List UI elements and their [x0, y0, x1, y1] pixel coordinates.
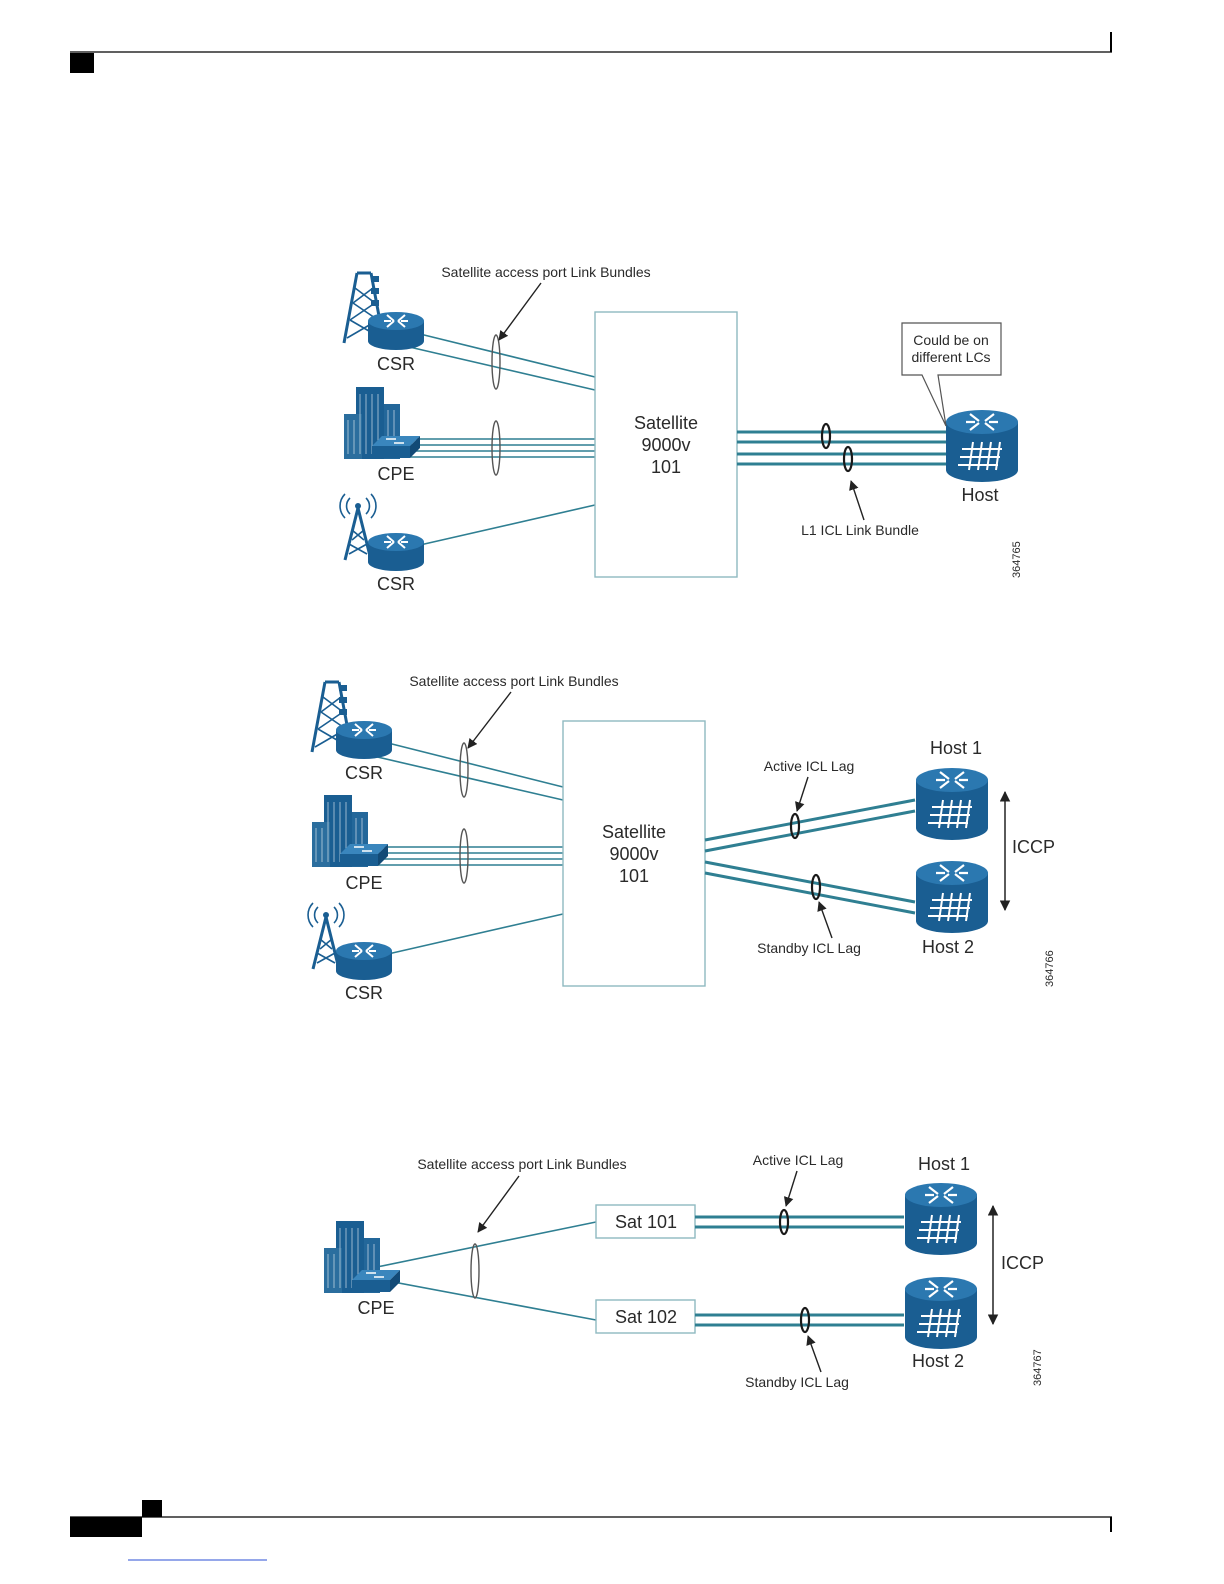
satellite-title: Satellite [634, 413, 698, 433]
arrow [817, 901, 833, 939]
cpe-links [410, 438, 595, 458]
host2-label: Host 2 [922, 937, 974, 957]
figure-2: Satellite 9000v 101 CSR CPE CSR Host 1 H… [306, 673, 1056, 1003]
access-bundle-ellipse [459, 828, 469, 884]
router-icon [367, 532, 425, 572]
arrow [467, 691, 512, 749]
host2-router-icon [914, 859, 990, 935]
arrow [795, 776, 809, 812]
access-bundle-ellipse [491, 420, 501, 476]
cpe-label: CPE [357, 1298, 394, 1318]
icl-lag-ring [820, 422, 832, 450]
access-bundle-ellipse [459, 742, 469, 798]
sat102-box [595, 1299, 696, 1334]
icl-links [737, 430, 948, 466]
access-bundle-ellipse [470, 1243, 480, 1299]
csr2-link [419, 504, 596, 546]
page-footer [70, 1500, 1112, 1561]
standby-icl-links [695, 1313, 904, 1327]
arrow [783, 1170, 798, 1207]
cpe-link-sat102 [371, 1277, 597, 1321]
satellite-model: 9000v [609, 844, 658, 864]
cpe-label: CPE [345, 873, 382, 893]
host2-label: Host 2 [912, 1351, 964, 1371]
active-icl-links [704, 798, 916, 853]
l1-icl-label: L1 ICL Link Bundle [801, 522, 919, 538]
access-bundle-ellipse [491, 334, 501, 390]
cpe-links [378, 846, 563, 866]
host1-router-icon [903, 1181, 979, 1257]
csr-label: CSR [377, 574, 415, 594]
csr-label: CSR [345, 983, 383, 1003]
csr2-link [387, 913, 564, 955]
figure-id: 364767 [1032, 1349, 1044, 1386]
figure-3: Sat 101 Sat 102 CPE Host 1 Host 2 ICCP S… [323, 1152, 1044, 1390]
lc-callout [901, 322, 1002, 427]
active-icl-label: Active ICL Lag [764, 758, 855, 774]
arrow [806, 1335, 822, 1373]
icl-lag-ring [842, 445, 854, 473]
iccp-label: ICCP [1012, 837, 1055, 857]
router-icon [367, 311, 425, 351]
standby-icl-label: Standby ICL Lag [757, 940, 861, 956]
header-marker [70, 53, 94, 73]
host1-label: Host 1 [918, 1154, 970, 1174]
cpe-building-icon [343, 386, 421, 460]
csr-label: CSR [377, 354, 415, 374]
active-icl-label: Active ICL Lag [753, 1152, 844, 1168]
router-icon [335, 941, 393, 981]
cpe-link-sat101 [371, 1221, 597, 1269]
cpe-building-icon [323, 1220, 401, 1294]
access-bundles-label: Satellite access port Link Bundles [441, 264, 650, 280]
router-icon [335, 720, 393, 760]
active-lag-ring [778, 1208, 790, 1236]
host1-router-icon [914, 766, 990, 842]
standby-icl-links [704, 860, 916, 915]
footer-tab [142, 1500, 162, 1517]
satellite-box [562, 720, 706, 987]
figure-id: 364765 [1011, 541, 1023, 578]
sat102-label: Sat 102 [615, 1307, 677, 1327]
page-header [70, 32, 1112, 73]
cpe-building-icon [311, 794, 389, 868]
figure-1: Satellite 9000v 101 CSR CPE CSR Host Cou… [338, 264, 1023, 594]
host-router-icon [944, 408, 1020, 484]
iccp-label: ICCP [1001, 1253, 1044, 1273]
footer-marker [70, 1517, 142, 1537]
satellite-title: Satellite [602, 822, 666, 842]
host2-router-icon [903, 1275, 979, 1351]
access-bundles-label: Satellite access port Link Bundles [409, 673, 618, 689]
satellite-model: 9000v [641, 435, 690, 455]
access-bundles-label: Satellite access port Link Bundles [417, 1156, 626, 1172]
host1-label: Host 1 [930, 738, 982, 758]
standby-icl-label: Standby ICL Lag [745, 1374, 849, 1390]
arrow [498, 282, 542, 341]
satellite-box [594, 311, 738, 578]
arrow [477, 1175, 520, 1233]
lc-callout-line2: different LCs [911, 349, 990, 365]
sat101-box [595, 1204, 696, 1239]
arrow [849, 480, 865, 521]
satellite-id: 101 [651, 457, 681, 477]
satellite-id: 101 [619, 866, 649, 886]
lc-callout-line1: Could be on [913, 332, 989, 348]
sat101-label: Sat 101 [615, 1212, 677, 1232]
host-label: Host [961, 485, 998, 505]
standby-lag-ring [799, 1306, 811, 1334]
cpe-label: CPE [377, 464, 414, 484]
active-icl-links [695, 1215, 904, 1229]
figure-id: 364766 [1044, 950, 1056, 987]
csr-label: CSR [345, 763, 383, 783]
